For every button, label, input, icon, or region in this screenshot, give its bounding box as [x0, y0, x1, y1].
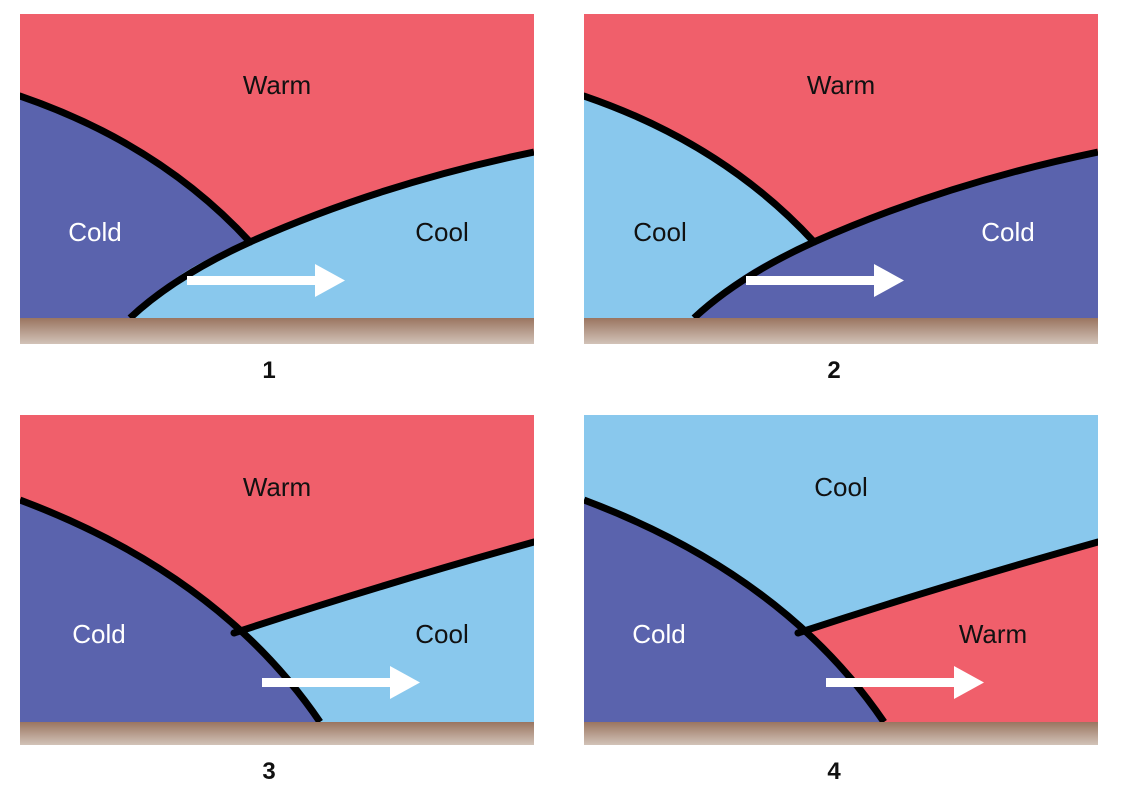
right-arrow-icon [262, 666, 420, 699]
cool-label: Cool [814, 472, 867, 502]
panel-number-3: 3 [262, 758, 276, 785]
ground [584, 318, 1098, 344]
cool-air-mass [234, 542, 534, 722]
cold-label: Cold [632, 619, 685, 649]
panel-2-svg: Warm Cool Cold [584, 14, 1098, 344]
diagram-panel-2: Warm Cool Cold [584, 14, 1098, 344]
ground [20, 722, 534, 745]
cold-label: Cold [68, 217, 121, 247]
cold-label: Cold [981, 217, 1034, 247]
cool-label: Cool [633, 217, 686, 247]
cold-front-line [20, 92, 254, 246]
warm-front-line [230, 538, 534, 637]
panel-number-1: 1 [262, 357, 276, 384]
front-line-upper [794, 538, 1098, 637]
ground [20, 318, 534, 344]
cold-label: Cold [72, 619, 125, 649]
cold-air-mass [20, 96, 250, 318]
cool-label: Cool [415, 217, 468, 247]
panel-1-svg: Warm Cold Cool [20, 14, 534, 344]
warm-label: Warm [959, 619, 1027, 649]
panel-number-4: 4 [827, 758, 841, 785]
diagram-panel-4: Cool Cold Warm [584, 415, 1098, 745]
cold-air-mass [20, 500, 320, 722]
right-arrow-icon [187, 264, 345, 297]
panel-number-2: 2 [827, 357, 841, 384]
cold-air-mass [584, 500, 884, 722]
front-line-upper [584, 92, 818, 246]
right-arrow-icon [826, 666, 984, 699]
warm-label: Warm [243, 472, 311, 502]
warm-label: Warm [807, 70, 875, 100]
warm-air-mass [798, 542, 1098, 722]
right-arrow-icon [746, 264, 904, 297]
diagram-panel-3: Warm Cold Cool [20, 415, 534, 745]
front-line-lower [691, 148, 1098, 321]
panel-4-svg: Cool Cold Warm [584, 415, 1098, 745]
panel-3-svg: Warm Cold Cool [20, 415, 534, 745]
cool-label: Cool [415, 619, 468, 649]
warm-label: Warm [243, 70, 311, 100]
ground [584, 722, 1098, 745]
cool-air-mass [584, 96, 814, 318]
diagram-panel-1: Warm Cold Cool [20, 14, 534, 344]
warm-front-line [127, 148, 534, 321]
